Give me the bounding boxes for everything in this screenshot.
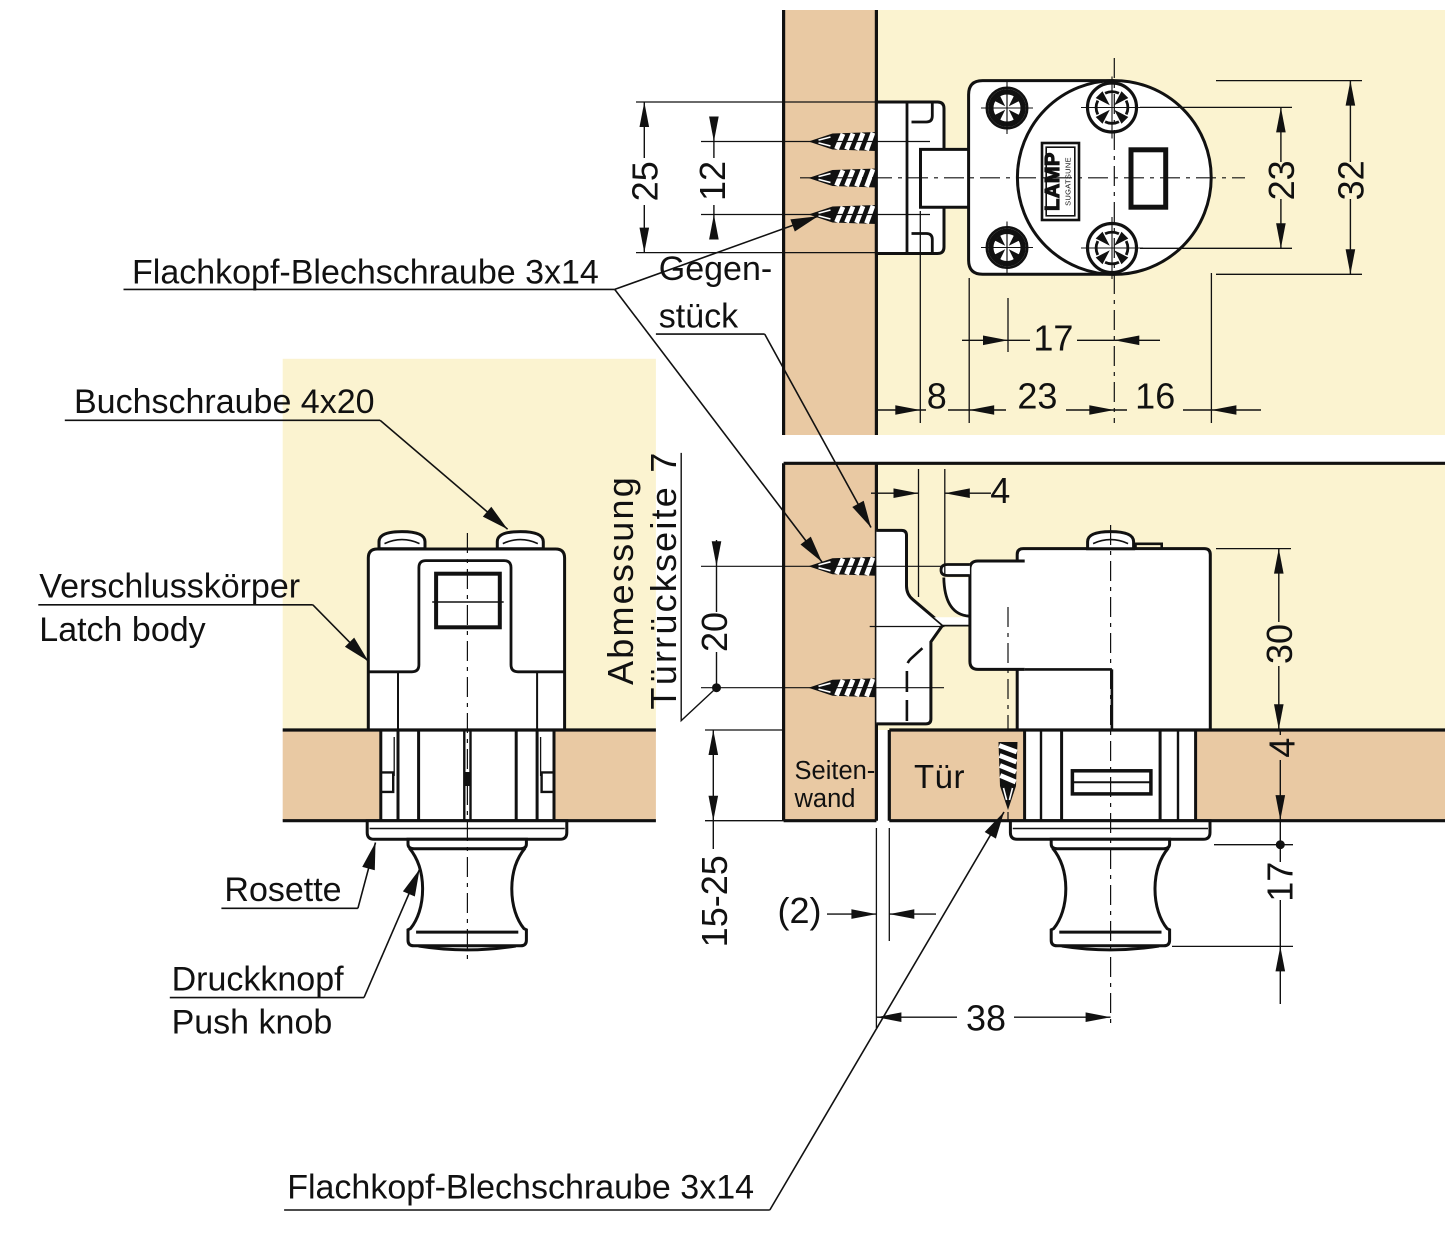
svg-text:Gegen-: Gegen-: [659, 250, 772, 288]
svg-text:Buchschraube 4x20: Buchschraube 4x20: [74, 383, 375, 421]
svg-text:20: 20: [694, 612, 735, 652]
svg-text:23: 23: [1017, 376, 1057, 417]
svg-text:23: 23: [1261, 160, 1302, 200]
svg-text:4: 4: [990, 470, 1010, 511]
svg-text:15-25: 15-25: [694, 855, 735, 947]
svg-text:LAMP: LAMP: [1042, 152, 1064, 211]
svg-text:Tür: Tür: [914, 758, 965, 795]
svg-text:38: 38: [966, 998, 1006, 1039]
svg-text:Flachkopf-Blechschraube 3x14: Flachkopf-Blechschraube 3x14: [132, 254, 599, 292]
svg-text:Flachkopf-Blechschraube 3x14: Flachkopf-Blechschraube 3x14: [287, 1169, 754, 1207]
svg-text:Abmessung: Abmessung: [600, 475, 641, 685]
svg-text:25: 25: [624, 161, 665, 201]
svg-text:17: 17: [1033, 318, 1073, 359]
svg-text:4: 4: [1262, 738, 1303, 758]
svg-text:Druckknopf: Druckknopf: [172, 961, 345, 999]
svg-text:stück: stück: [659, 298, 739, 336]
svg-text:(2): (2): [778, 890, 822, 931]
svg-text:16: 16: [1135, 376, 1175, 417]
svg-text:Seiten-: Seiten-: [795, 757, 876, 785]
svg-text:Latch body: Latch body: [39, 611, 205, 649]
svg-text:SUGATSUNE: SUGATSUNE: [1064, 157, 1073, 206]
svg-text:Rosette: Rosette: [224, 871, 341, 909]
svg-text:wand: wand: [794, 785, 856, 813]
svg-text:Push knob: Push knob: [172, 1004, 333, 1042]
svg-text:12: 12: [692, 161, 733, 201]
svg-text:30: 30: [1259, 624, 1300, 664]
svg-text:Verschlusskörper: Verschlusskörper: [39, 568, 300, 606]
svg-text:8: 8: [927, 376, 947, 417]
svg-text:32: 32: [1330, 160, 1371, 200]
svg-text:Türrückseite 7: Türrückseite 7: [643, 451, 684, 710]
svg-text:17: 17: [1259, 862, 1300, 902]
